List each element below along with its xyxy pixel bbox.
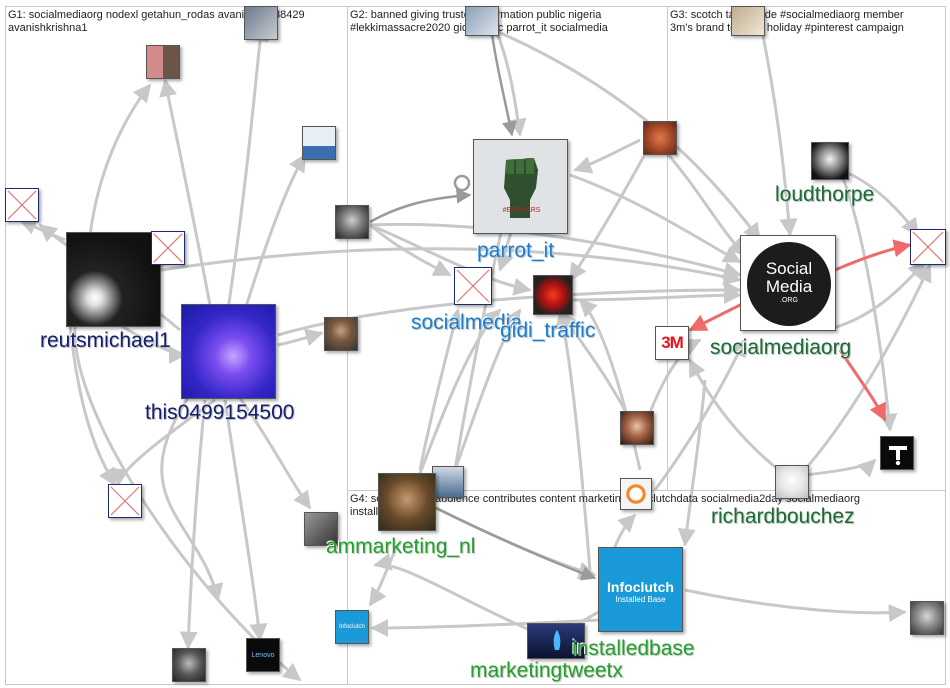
node-avatar-parrot_it[interactable]: #ENDSARS: [473, 139, 568, 234]
three-m-text: 3M: [661, 333, 683, 353]
label-loudthorpe[interactable]: loudthorpe: [775, 184, 874, 205]
label-richardbouchez[interactable]: richardbouchez: [711, 506, 855, 527]
node-tastemade-icon[interactable]: [880, 436, 914, 470]
node-avatar-loudthorpe[interactable]: [811, 142, 849, 180]
label-socialmediaorg[interactable]: socialmediaorg: [710, 337, 851, 358]
node-avatar-g4-ring[interactable]: [620, 478, 652, 510]
label-this0499154500[interactable]: this0499154500: [145, 402, 294, 423]
node-missing-image-g3[interactable]: [910, 229, 946, 265]
node-avatar-horse[interactable]: [643, 121, 677, 155]
node-avatar-g2-bottom[interactable]: [432, 466, 464, 498]
social-media-org-logo: Social Media .ORG: [747, 242, 831, 326]
node-avatar-couple[interactable]: [146, 45, 180, 79]
node-avatar-top[interactable]: [244, 6, 278, 40]
label-parrot_it[interactable]: parrot_it: [477, 240, 554, 261]
group-label-line: G3: scotch tastemade #socialmediaorg mem…: [670, 9, 904, 22]
label-reutsmichael[interactable]: reutsmichael1: [40, 330, 171, 351]
node-avatar-richardbouchez[interactable]: [775, 465, 809, 499]
node-lenovo[interactable]: Lenovo: [246, 638, 280, 672]
fist-icon: #ENDSARS: [474, 140, 568, 234]
node-avatar-glasses[interactable]: [172, 648, 206, 682]
node-missing-image-left[interactable]: [5, 188, 39, 222]
node-avatar-woman[interactable]: [620, 411, 654, 445]
node-avatar-news[interactable]: [302, 126, 336, 160]
node-avatar-installedbase[interactable]: Infoclutch Installed Base: [598, 547, 683, 632]
missing-image-icon: [911, 230, 945, 264]
endsars-text: #ENDSARS: [503, 207, 541, 214]
missing-image-icon: [455, 268, 491, 304]
node-avatar-socialmediaorg[interactable]: Social Media .ORG: [740, 235, 836, 331]
label-marketingtweetx[interactable]: marketingtweetx: [470, 660, 623, 681]
label-ammarketing_nl[interactable]: ammarketing_nl: [326, 536, 475, 557]
node-avatar-this0499154500[interactable]: [181, 304, 276, 399]
node-avatar-reutsmichael[interactable]: [66, 232, 161, 327]
group-label-line: 3m's brand teamed holiday #pinterest cam…: [670, 22, 904, 35]
node-missing-image-socialmedia[interactable]: [454, 267, 492, 305]
node-avatar-g3-top[interactable]: [731, 6, 765, 36]
node-avatar-g4-right[interactable]: [910, 601, 944, 635]
missing-image-icon: [6, 189, 38, 221]
lenovo-logo: Lenovo: [252, 652, 275, 659]
node-avatar-gidi_traffic[interactable]: [533, 275, 573, 315]
node-missing-image-g1-mid[interactable]: [151, 231, 185, 265]
label-gidi_traffic[interactable]: gidi_traffic: [500, 320, 595, 341]
group-label-g3: G3: scotch tastemade #socialmediaorg mem…: [670, 9, 904, 35]
tastemade-icon: [881, 437, 914, 470]
missing-image-icon: [109, 485, 141, 517]
node-3m-logo[interactable]: 3M: [655, 326, 689, 360]
missing-image-icon: [152, 232, 184, 264]
label-installedbase[interactable]: installedbase: [572, 638, 695, 659]
node-avatar-infoclutch-small[interactable]: Infoclutch: [335, 610, 369, 644]
node-missing-image-bottom[interactable]: [108, 484, 142, 518]
node-avatar-ammarketing_nl[interactable]: [378, 473, 436, 531]
node-avatar-portrait-bw[interactable]: [335, 205, 369, 239]
node-avatar-g2-top[interactable]: [465, 6, 499, 36]
node-avatar-man[interactable]: [324, 317, 358, 351]
infoclutch-small-text: Infoclutch: [339, 624, 365, 630]
